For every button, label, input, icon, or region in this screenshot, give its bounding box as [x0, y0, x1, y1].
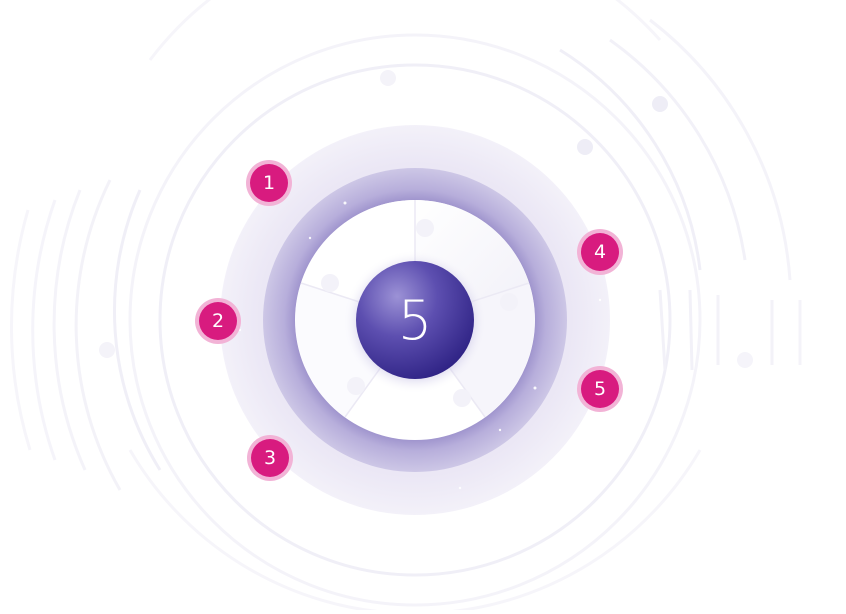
step-badge-3[interactable]: 3: [247, 435, 293, 481]
step-badge-5-label: 5: [581, 370, 619, 408]
background-arcs: [10, 0, 802, 614]
step-badge-2[interactable]: 2: [195, 298, 241, 344]
center-number: 5: [397, 288, 433, 352]
puzzle-tabs: [321, 219, 518, 407]
step-badge-1[interactable]: 1: [246, 160, 292, 206]
arc-node-dots: [99, 70, 753, 368]
step-badge-3-label: 3: [251, 439, 289, 477]
center-sphere: [356, 261, 474, 379]
step-badge-4[interactable]: 4: [577, 229, 623, 275]
step-badge-4-label: 4: [581, 233, 619, 271]
step-badge-5[interactable]: 5: [577, 366, 623, 412]
step-badge-2-label: 2: [199, 302, 237, 340]
step-badge-1-label: 1: [250, 164, 288, 202]
